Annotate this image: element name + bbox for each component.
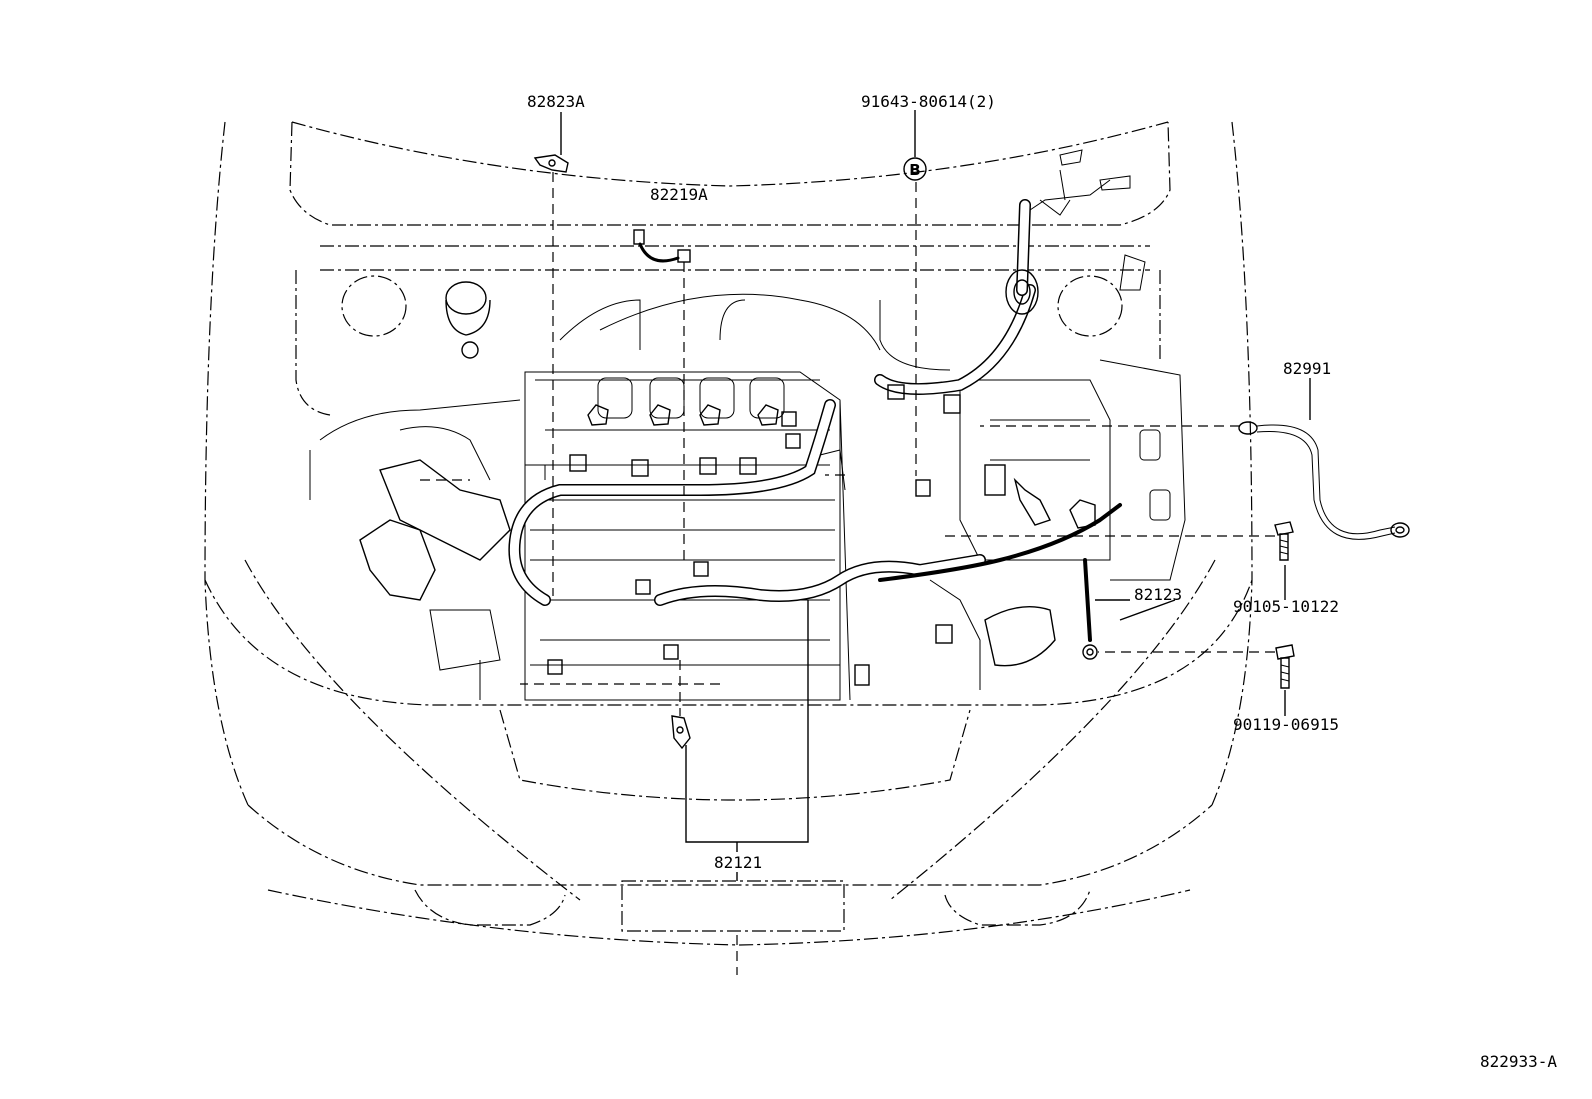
bolt-90105-10122-icon <box>1274 521 1294 561</box>
label-90105-10122: 90105-10122 <box>1233 597 1339 616</box>
label-82991: 82991 <box>1283 359 1331 378</box>
car-body-outline <box>204 121 1253 975</box>
reference-circle-b: B <box>903 157 927 181</box>
part-82823A-icon <box>533 154 569 173</box>
leader-lines <box>420 172 1275 716</box>
bolt-90119-06915-icon <box>1275 644 1295 689</box>
solid-leaders <box>560 110 1311 881</box>
right-components <box>929 254 1186 690</box>
reference-b-label: B <box>909 161 920 179</box>
wire-harness <box>508 149 1131 686</box>
label-90119-06915: 90119-06915 <box>1233 715 1339 734</box>
clip-82121-icon <box>671 715 691 750</box>
label-82219A: 82219A <box>650 185 708 204</box>
drawing-code: 822933-A <box>1480 1052 1557 1071</box>
engine-block <box>524 293 951 701</box>
battery-cables <box>878 499 1122 660</box>
part-labels: 82823A 82219A 91643-80614(2) 82991 90105… <box>527 92 1557 1071</box>
label-91643-80614: 91643-80614(2) <box>861 92 996 111</box>
part-82219A-icon <box>633 229 691 263</box>
ground-cable-82991-icon <box>1238 421 1410 540</box>
label-82121: 82121 <box>714 853 762 872</box>
label-82123: 82123 <box>1134 585 1182 604</box>
left-components <box>309 281 521 700</box>
label-82823A: 82823A <box>527 92 585 111</box>
